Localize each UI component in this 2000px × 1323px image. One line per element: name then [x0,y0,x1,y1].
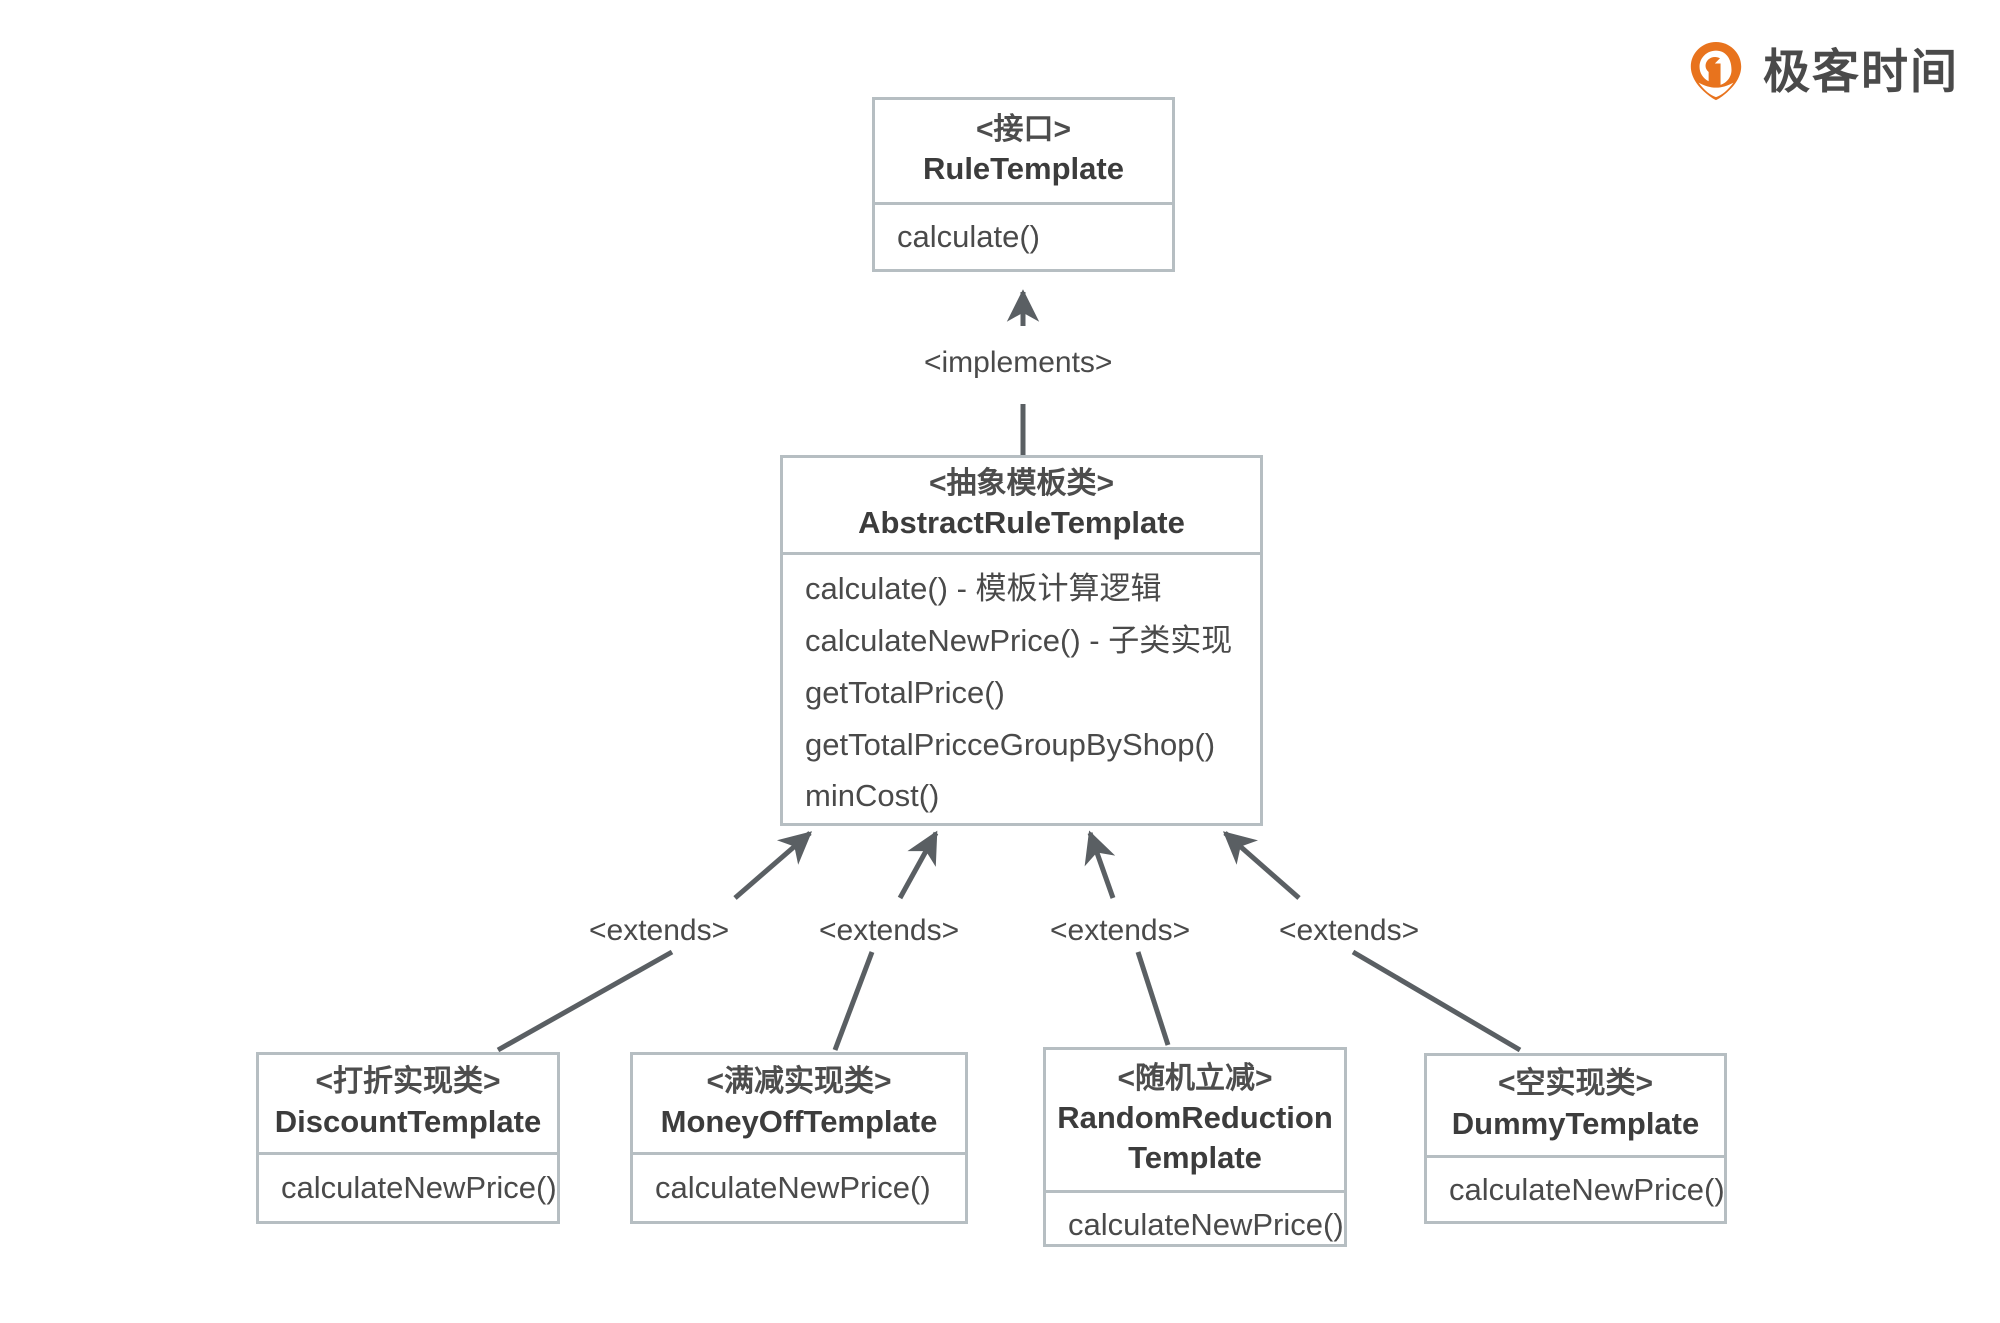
edge-label-extends-3: <extends> [1042,913,1199,949]
class-name: DummyTemplate [1451,1105,1700,1141]
class-member: calculateNewPrice() [655,1170,931,1206]
class-header: <空实现类> DummyTemplate [1427,1056,1724,1158]
class-name: MoneyOffTemplate [660,1103,938,1139]
class-box-rule-template[interactable]: <接口> RuleTemplate calculate() [872,97,1175,272]
class-stereotype: <随机立减> [1117,1062,1273,1095]
class-stereotype: <接口> [975,113,1072,147]
edge-label-extends-1: <extends> [581,913,738,949]
geektime-pin-logo-icon [1690,41,1742,101]
edge-label-extends-4: <extends> [1271,913,1428,949]
class-stereotype: <满减实现类> [706,1065,892,1099]
class-members: calculate() [875,205,1172,269]
class-name: RandomReduction Template [1057,1100,1333,1176]
class-stereotype: <抽象模板类> [928,466,1115,500]
class-header: <抽象模板类> AbstractRuleTemplate [783,458,1260,555]
class-member: getTotalPricceGroupByShop() [805,726,1216,762]
class-header: <随机立减> RandomReduction Template [1046,1050,1344,1193]
brand-name: 极客时间 [1763,44,1959,98]
class-member: calculateNewPrice() [1449,1172,1725,1207]
class-box-dummy-template[interactable]: <空实现类> DummyTemplate calculateNewPrice() [1424,1053,1727,1224]
class-members: calculateNewPrice() [259,1155,557,1221]
class-box-money-off-template[interactable]: <满减实现类> MoneyOffTemplate calculateNewPri… [630,1052,968,1224]
class-members: calculateNewPrice() [633,1155,965,1221]
edge-label-extends-2: <extends> [811,913,968,949]
class-header: <满减实现类> MoneyOffTemplate [633,1055,965,1155]
class-box-discount-template[interactable]: <打折实现类> DiscountTemplate calculateNewPri… [256,1052,560,1224]
class-member: calculate() [897,219,1040,255]
edge-label-implements: <implements> [916,345,1121,381]
class-name: DiscountTemplate [274,1103,542,1139]
class-box-random-reduction-template[interactable]: <随机立减> RandomReduction Template calculat… [1043,1047,1347,1247]
class-name: AbstractRuleTemplate [858,505,1185,541]
class-member: calculateNewPrice() - 子类实现 [805,622,1233,658]
class-members: calculate() - 模板计算逻辑 calculateNewPrice()… [783,555,1260,830]
class-members: calculateNewPrice() [1427,1158,1725,1222]
class-member: calculate() - 模板计算逻辑 [805,571,1162,606]
class-header: <接口> RuleTemplate [875,100,1172,206]
class-members: calculateNewPrice() [1046,1193,1344,1257]
class-stereotype: <打折实现类> [315,1065,501,1099]
brand-logo: 极客时间 [1685,40,1959,102]
class-member: calculateNewPrice() [281,1170,557,1206]
class-member: minCost() [805,778,940,814]
class-stereotype: <空实现类> [1497,1067,1654,1101]
class-member: calculateNewPrice() [1068,1206,1344,1242]
class-box-abstract-rule-template[interactable]: <抽象模板类> AbstractRuleTemplate calculate()… [780,455,1263,826]
class-header: <打折实现类> DiscountTemplate [259,1055,557,1155]
class-name: RuleTemplate [923,151,1124,187]
class-member: getTotalPrice() [805,674,1005,710]
